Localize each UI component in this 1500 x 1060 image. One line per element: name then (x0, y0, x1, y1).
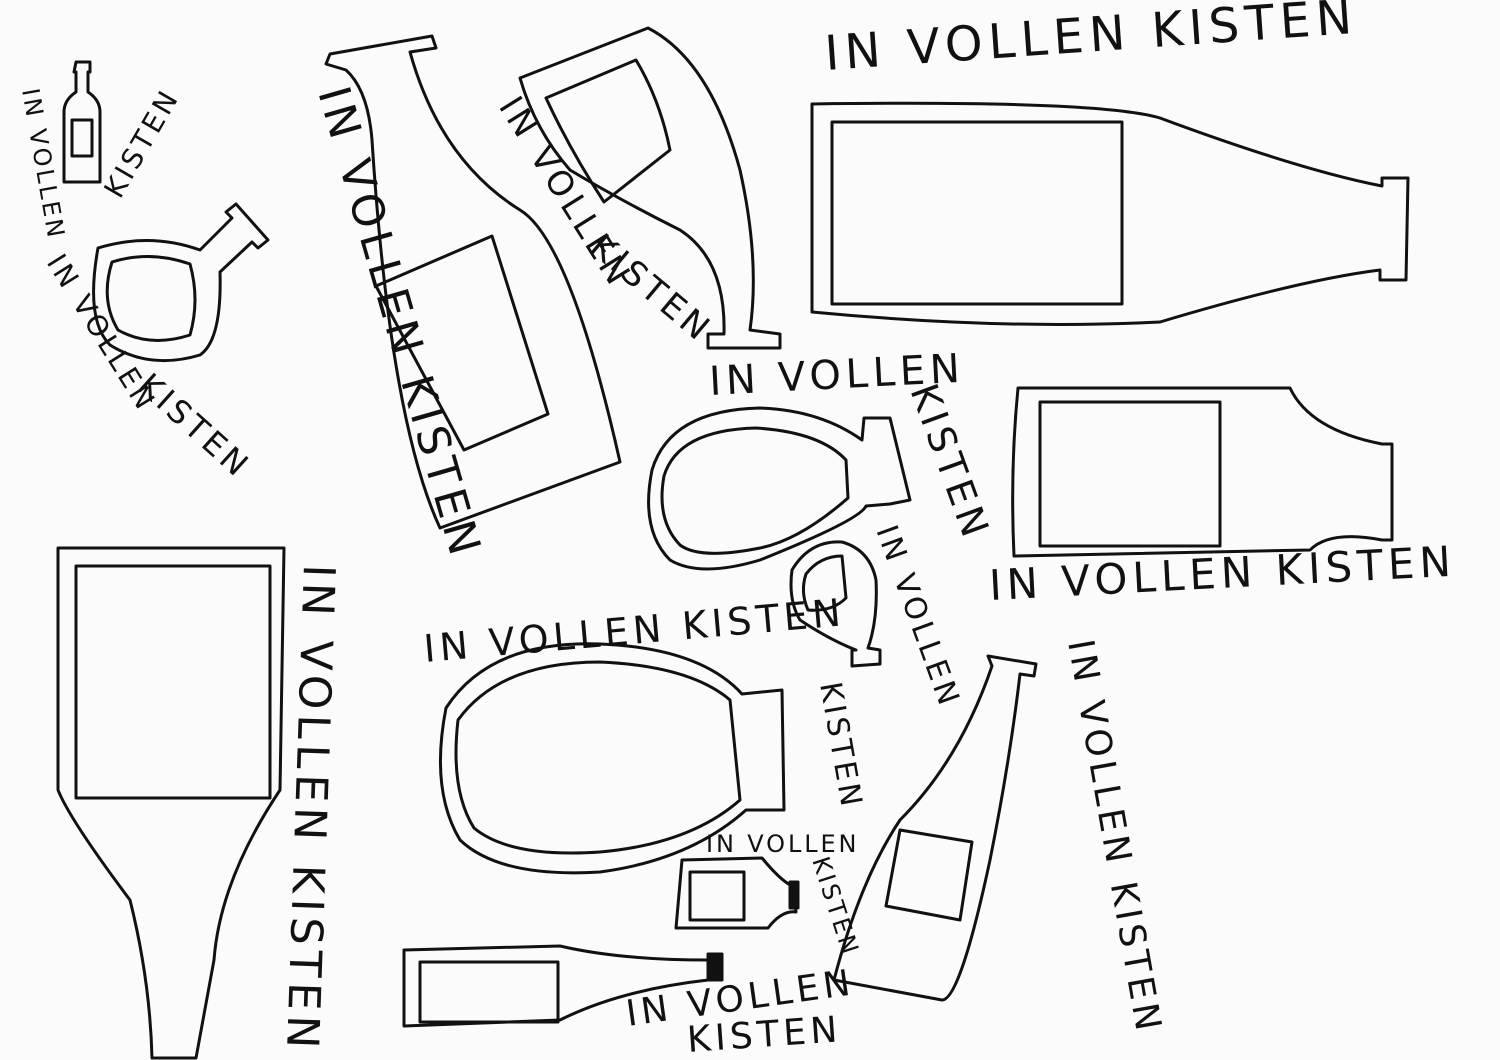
bottle-upright-large (56, 546, 286, 1060)
caption-teardrop-kisten: KISTEN (812, 679, 869, 812)
bottle-small-top-left (62, 60, 102, 184)
bottle-tall-tilted-right (832, 654, 1038, 1002)
bottle-round-small (92, 202, 270, 363)
caption-top-right: IN VOLLEN KISTEN (823, 0, 1359, 82)
caption-right-middle: IN VOLLEN KISTEN (988, 537, 1457, 610)
bottle-small-capped (674, 856, 800, 930)
bottle-horizontal-medium (1011, 386, 1394, 558)
caption-bottom-kisten: KISTEN (686, 1009, 843, 1060)
bottle-horizontal-large (810, 101, 1410, 326)
bottle-large-tilted (324, 34, 622, 530)
caption-center-kisten: KISTEN (902, 378, 999, 546)
bottle-curved-neck (518, 26, 782, 350)
caption-top-left-in-vollen: IN VOLLEN (16, 86, 70, 242)
caption-top-left-kisten: KISTEN (97, 83, 186, 204)
caption-vertical-big-bottle: IN VOLLEN KISTEN (307, 81, 491, 566)
caption-round-small-kisten: KISTEN (131, 366, 259, 486)
caption-vertical-upright: IN VOLLEN KISTEN (276, 564, 344, 1055)
bottle-round-large (438, 642, 786, 875)
bottle-teardrop-small (789, 540, 882, 668)
caption-teardrop-in-vollen: IN VOLLEN (868, 521, 966, 713)
bottle-flask-center (647, 406, 912, 571)
bottle-long-capped (402, 944, 724, 1028)
caption-vertical-right-bottle: IN VOLLEN KISTEN (1059, 636, 1169, 1037)
caption-small-in-vollen: IN VOLLEN (706, 830, 859, 858)
caption-center-bottom: IN VOLLEN KISTEN (422, 590, 847, 671)
